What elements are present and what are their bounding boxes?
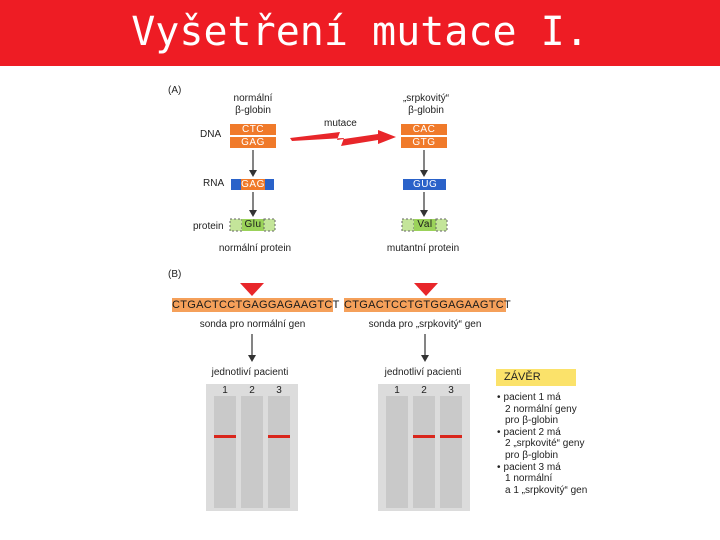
sickle-dna-bottom-left-box bbox=[401, 137, 411, 148]
mutation-arrow bbox=[290, 130, 396, 146]
row-label-rna: RNA bbox=[203, 178, 225, 189]
gel-sickle-band-lane-2 bbox=[413, 435, 435, 438]
probe-normal-marker bbox=[240, 283, 264, 296]
gel-normal-lane-2-number: 2 bbox=[249, 385, 255, 396]
title-bar: Vyšetření mutace I. bbox=[0, 0, 720, 66]
row-label-dna: DNA bbox=[200, 129, 222, 140]
sickle-protein-aa bbox=[414, 219, 436, 231]
sickle-protein-left-box bbox=[401, 218, 415, 232]
gel-sickle-probe: 1 2 3 bbox=[378, 384, 470, 511]
arrowhead-probe-patients-sickle bbox=[421, 355, 429, 362]
conclusion-p1-line3: pro β-globin bbox=[505, 415, 559, 427]
normal-protein-left-box bbox=[229, 218, 243, 232]
mutation-label: mutace bbox=[324, 118, 357, 129]
gel-normal-lane-2 bbox=[241, 396, 263, 508]
slide-title: Vyšetření mutace I. bbox=[131, 9, 589, 55]
sickle-dna-bottom-seq: GTG bbox=[412, 137, 436, 148]
probe-normal-sequence: CTGACTCCTGAGGAGAAGTCT bbox=[172, 298, 340, 312]
normal-dna-bottom-right-box bbox=[266, 137, 276, 148]
sickle-dna-top-left-box bbox=[401, 124, 411, 135]
normal-dna-top-codon bbox=[240, 124, 266, 135]
sickle-dna-top-seq: CAC bbox=[412, 124, 436, 135]
gel-normal-probe: 1 2 3 bbox=[206, 384, 298, 511]
gel-normal-band-lane-1 bbox=[214, 435, 236, 438]
gel-normal-lane-3-number: 3 bbox=[276, 385, 282, 396]
gel-normal-lane-1-number: 1 bbox=[222, 385, 228, 396]
arrowhead-probe-patients-normal bbox=[248, 355, 256, 362]
conclusion-list: pacient 1 má 2 normální geny pro β-globi… bbox=[497, 392, 588, 496]
probe-sickle-sequence: CTGACTCCTGTGGAGAAGTCT bbox=[344, 298, 512, 312]
sickle-dna-top-codon bbox=[411, 124, 437, 135]
panel-a-label: (A) bbox=[168, 85, 182, 96]
arrowhead-dna-rna-sickle bbox=[420, 170, 428, 177]
gel-sickle-lane-1 bbox=[386, 396, 408, 508]
normal-rna-right-box bbox=[265, 179, 274, 190]
gel-normal-lane-3 bbox=[268, 396, 290, 508]
conclusion-p2-line1: pacient 2 má bbox=[497, 427, 587, 439]
probe-sickle-caption: sonda pro „srpkovitý“ gen bbox=[368, 319, 482, 330]
gel-sickle-band-lane-3 bbox=[440, 435, 462, 438]
conclusion-p2-line2: 2 „srpkovité“ geny bbox=[505, 438, 585, 450]
conclusion-p1-line1: pacient 1 má bbox=[497, 392, 587, 404]
normal-dna-bottom-codon bbox=[240, 137, 266, 148]
normal-dna-top-left-box bbox=[230, 124, 240, 135]
conclusion-p3-line1: pacient 3 má bbox=[497, 462, 587, 474]
sickle-protein-caption: mutantní protein bbox=[386, 243, 460, 254]
arrowhead-dna-rna-normal bbox=[249, 170, 257, 177]
normal-gene-label-line2: β-globin bbox=[235, 105, 271, 116]
normal-dna-top-seq: CTC bbox=[241, 124, 265, 135]
normal-rna-seq: GAG bbox=[241, 179, 265, 190]
panel-b-label: (B) bbox=[168, 269, 182, 280]
gel-sickle-lane-1-number: 1 bbox=[394, 385, 400, 396]
normal-dna-bottom-left-box bbox=[230, 137, 240, 148]
conclusion-p3-line2: 1 normální bbox=[505, 473, 553, 485]
gel-sickle-lane-2-number: 2 bbox=[421, 385, 427, 396]
sickle-rna-seq: GUG bbox=[413, 179, 438, 190]
sickle-rna-left-box bbox=[403, 179, 413, 190]
gel-sickle-lane-2 bbox=[413, 396, 435, 508]
sickle-gene-label-line1: „srpkovitý“ bbox=[402, 93, 450, 104]
gel-normal-lane-1 bbox=[214, 396, 236, 508]
sickle-rna-codon bbox=[413, 179, 437, 190]
conclusion-p1-line2: 2 normální geny bbox=[505, 403, 577, 415]
normal-dna-top-right-box bbox=[266, 124, 276, 135]
sickle-dna-bottom-right-box bbox=[437, 137, 447, 148]
patients-label-sickle: jednotliví pacienti bbox=[384, 367, 462, 378]
normal-rna-left-box bbox=[231, 179, 241, 190]
sickle-gene-label-line2: β-globin bbox=[408, 105, 444, 116]
normal-protein-caption: normální protein bbox=[218, 243, 292, 254]
normal-protein-aa bbox=[242, 219, 264, 231]
normal-gene-label-line1: normální bbox=[233, 93, 273, 104]
row-label-protein: protein bbox=[193, 221, 224, 232]
gel-sickle-lane-3 bbox=[440, 396, 462, 508]
probe-normal-caption: sonda pro normální gen bbox=[199, 319, 306, 330]
normal-dna-bottom-seq: GAG bbox=[241, 137, 265, 148]
sickle-protein-right-box bbox=[435, 218, 448, 232]
sickle-rna-right-box bbox=[437, 179, 446, 190]
arrowhead-rna-protein-normal bbox=[249, 210, 257, 217]
conclusion-heading: ZÁVĚR bbox=[496, 369, 576, 386]
conclusion-p2-line3: pro β-globin bbox=[505, 449, 559, 461]
sickle-amino-acid: Val bbox=[417, 219, 433, 230]
sickle-dna-top-right-box bbox=[437, 124, 447, 135]
normal-protein-right-box bbox=[263, 218, 276, 232]
arrowhead-rna-protein-sickle bbox=[420, 210, 428, 217]
normal-amino-acid: Glu bbox=[244, 219, 262, 230]
gel-normal-band-lane-3 bbox=[268, 435, 290, 438]
patients-label-normal: jednotliví pacienti bbox=[211, 367, 289, 378]
sickle-dna-bottom-codon bbox=[411, 137, 437, 148]
probe-sickle-marker bbox=[414, 283, 438, 296]
normal-rna-codon bbox=[241, 179, 265, 190]
gel-sickle-lane-3-number: 3 bbox=[448, 385, 454, 396]
conclusion-p3-line3: a 1 „srpkovitý“ gen bbox=[505, 484, 588, 496]
